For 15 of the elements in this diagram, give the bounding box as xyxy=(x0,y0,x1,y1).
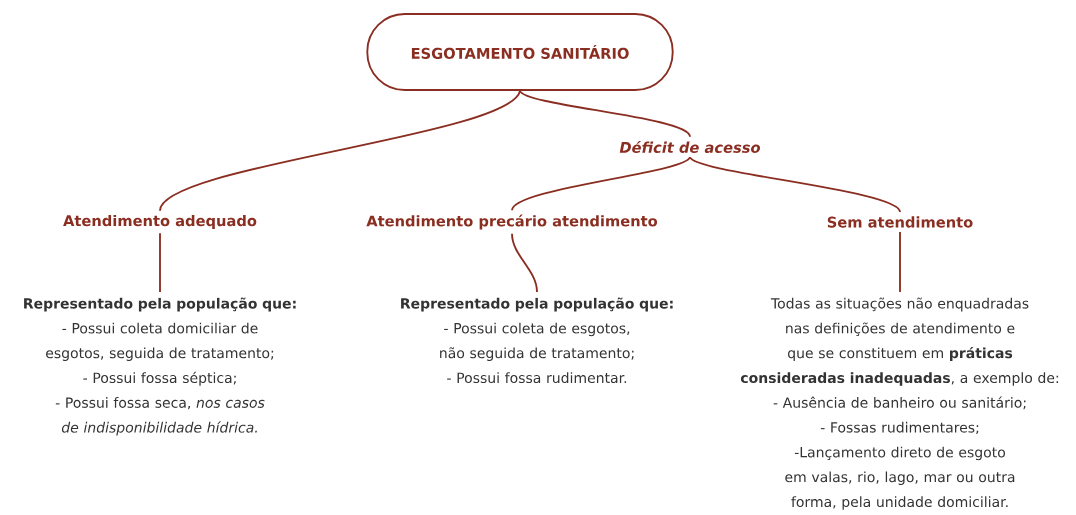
connector-line xyxy=(511,232,538,293)
connector-line xyxy=(159,90,521,212)
category-label: Sem atendimento xyxy=(827,216,973,228)
connector-line xyxy=(511,156,691,212)
description-text: Representado pela população que: - Possui coleta domiciliar de esgotos, seguida de tratamento; - Possui fossa séptica; - Possui fossa seca, nos casos de indisponibilidade hídrica. xyxy=(24,297,296,436)
branch-label: Déficit de acesso xyxy=(619,141,760,153)
connector-line xyxy=(899,231,901,293)
category-label: Atendimento adequado xyxy=(63,214,257,230)
category-label: Atendimento precário atendimento xyxy=(366,214,658,230)
description-text: Todas as situações não enquadradas nas definições de atendimento e que se constituem em práticas consideradas inadequadas, a exemplo de: - Ausência de banheiro ou sanitário; - Fossas rudimentares; -Lançamento direto de esgoto em valas, rio, lago, mar ou outra forma, pela unidade domiciliar. xyxy=(740,297,1059,510)
rounded-box: ESGOTAMENTO SANITÁRIO xyxy=(366,13,674,91)
connector-line xyxy=(689,156,901,213)
connector-line xyxy=(519,90,691,138)
connector-line xyxy=(159,232,161,293)
description-text: Representado pela população que: - Possui coleta de esgotos, não seguida de tratamento; - Possui fossa rudimentar. xyxy=(401,297,673,384)
